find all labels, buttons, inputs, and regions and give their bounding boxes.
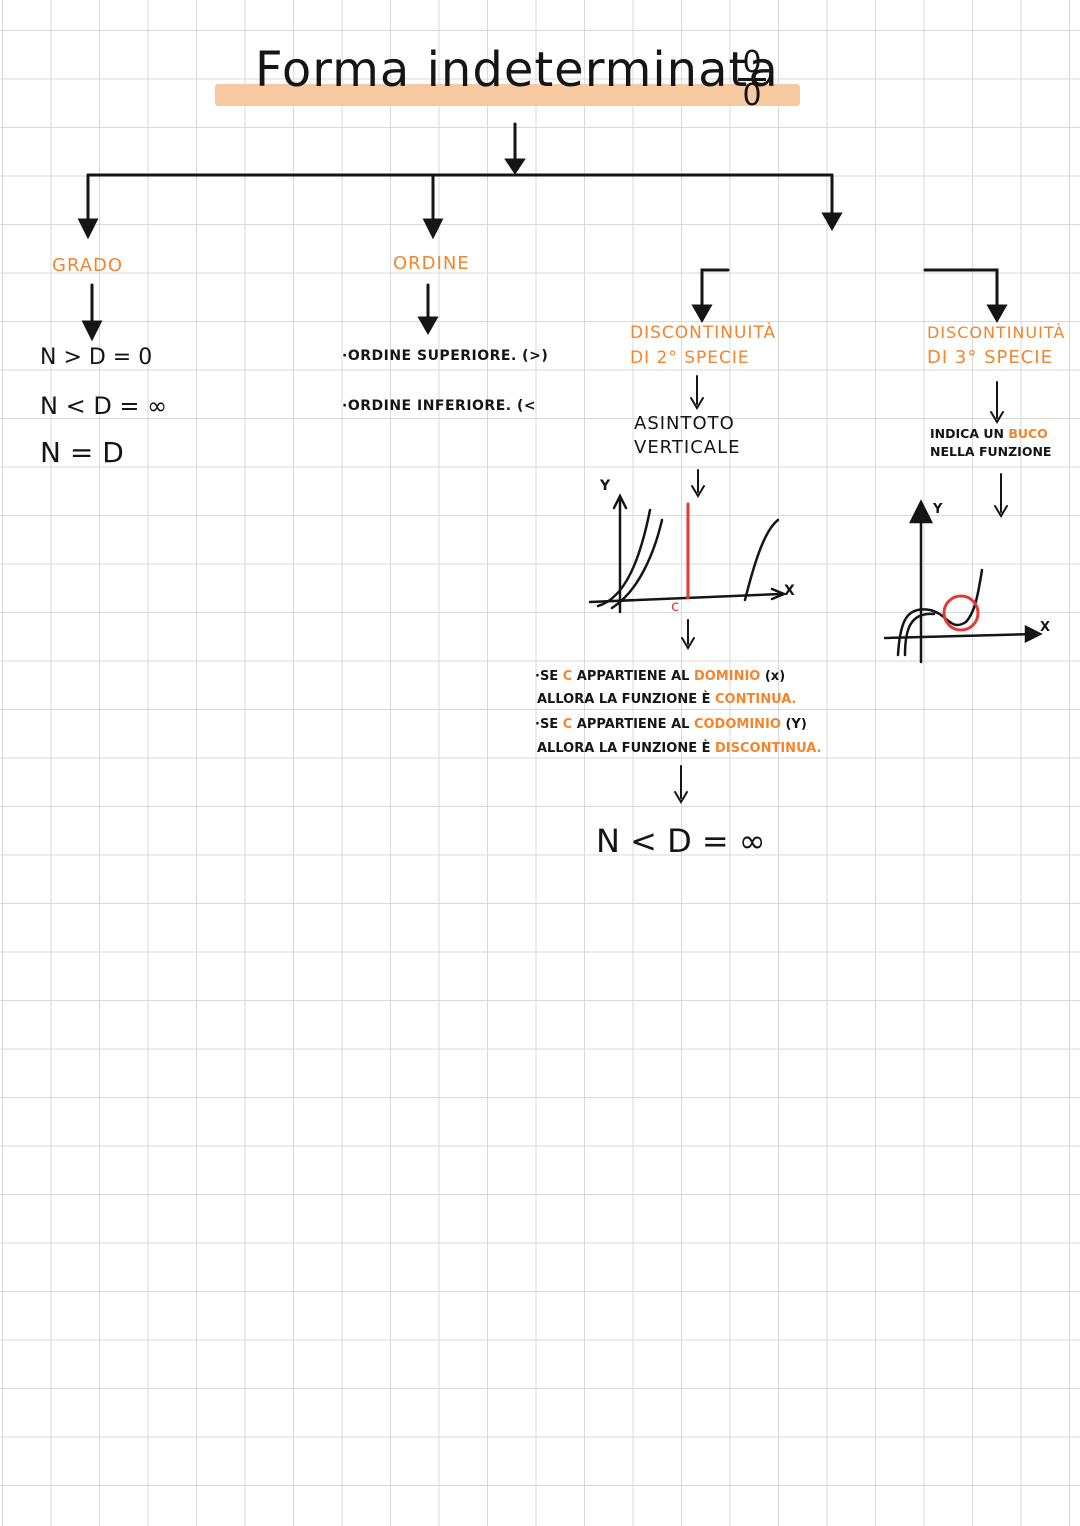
- asintoto-line-1: ASINTOTO: [634, 413, 735, 434]
- buco-word: BUCO: [1008, 426, 1048, 441]
- graph-3-y-label: Y: [933, 502, 943, 517]
- grado-line-1: N > D = 0: [40, 345, 153, 370]
- title-fraction: 0 0: [737, 48, 767, 111]
- grado-line-3: N = D: [40, 436, 124, 469]
- fraction-top: 0: [742, 45, 762, 80]
- condition-1-line-1: ·SE C APPARTIENE AL DOMINIO (x): [535, 669, 786, 684]
- condition-1-line-2: ALLORA LA FUNZIONE È CONTINUA.: [537, 692, 797, 707]
- label-2specie-1: DISCONTINUITÀ: [630, 323, 777, 343]
- bracket-3specie: [923, 268, 999, 314]
- fraction-bottom: 0: [742, 78, 762, 113]
- asintoto-line-2: VERTICALE: [634, 437, 741, 458]
- dominio-word: DOMINIO: [693, 669, 761, 684]
- ordine-line-2: ·ORDINE INFERIORE. (<: [342, 398, 537, 414]
- condition-2-line-2: ALLORA LA FUNZIONE È DISCONTINUA.: [537, 741, 822, 756]
- result-2specie: N < D = ∞: [596, 822, 766, 860]
- ordine-line-1: ·ORDINE SUPERIORE. (>): [342, 348, 549, 364]
- bracket-2specie: [700, 268, 730, 314]
- continua-word: CONTINUA.: [715, 692, 797, 707]
- page-title: Forma indeterminata: [255, 42, 779, 98]
- c-variable-2: C: [562, 717, 573, 732]
- condition-2-line-1: ·SE C APPARTIENE AL CODOMINIO (Y): [535, 717, 807, 732]
- grado-line-2: N < D = ∞: [40, 392, 168, 420]
- label-3specie-1: DISCONTINUITÀ: [927, 323, 1066, 342]
- desc-3specie-2: NELLA FUNZIONE: [930, 444, 1052, 459]
- graph-asintoto: [588, 493, 788, 614]
- codominio-word: CODOMINIO: [693, 717, 781, 732]
- graph-2-y-label: Y: [600, 478, 611, 494]
- graph-2-c-label: c: [671, 597, 680, 615]
- fraction-bar: [738, 78, 766, 81]
- label-ordine: ORDINE: [393, 253, 470, 274]
- graph-2-x-label: X: [784, 583, 795, 599]
- label-grado: GRADO: [52, 255, 124, 276]
- graph-3-x-label: X: [1040, 620, 1051, 635]
- label-2specie-2: DI 2° SPECIE: [630, 348, 750, 368]
- buco-circle: [942, 594, 980, 632]
- label-3specie-2: DI 3° SPECIE: [927, 347, 1053, 368]
- title-block: Forma indeterminata: [215, 24, 800, 120]
- c-variable: C: [562, 669, 573, 684]
- title-highlight: [215, 84, 800, 106]
- desc-3specie-1: INDICA UN BUCO: [930, 426, 1048, 441]
- graph-buco: [883, 499, 1043, 664]
- discontinua-word: DISCONTINUA.: [715, 741, 822, 756]
